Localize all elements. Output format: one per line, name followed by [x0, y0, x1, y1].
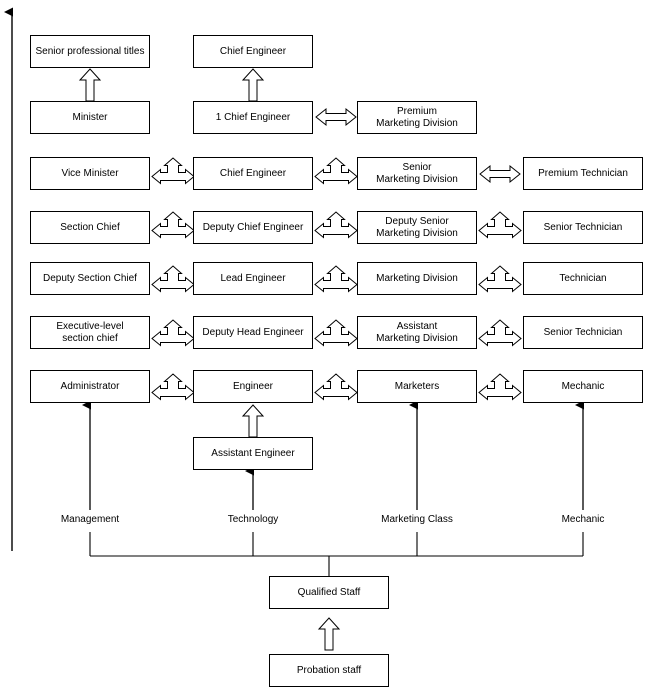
column-label-technology: Technology [227, 514, 279, 525]
node-minister[interactable]: Minister [30, 101, 150, 134]
link-arrow-r4-c3-c4 [478, 265, 522, 292]
node-deputy-senior-marketing-division[interactable]: Deputy Senior Marketing Division [357, 211, 477, 244]
promotion-arrow-technology-top [242, 68, 264, 102]
link-arrow-r2-c1-c2 [151, 157, 195, 184]
node-lead-engineer[interactable]: Lead Engineer [193, 262, 313, 295]
node-executive-level-section-chief[interactable]: Executive-level section chief [30, 316, 150, 349]
node-senior-professional-titles[interactable]: Senior professional titles [30, 35, 150, 68]
link-arrow-r5-c2-c3 [314, 319, 358, 346]
node-premium-marketing-division[interactable]: Premium Marketing Division [357, 101, 477, 134]
node-premium-technician[interactable]: Premium Technician [523, 157, 643, 190]
node-assistant-engineer[interactable]: Assistant Engineer [193, 437, 313, 470]
node-qualified-staff[interactable]: Qualified Staff [269, 576, 389, 609]
column-label-management: Management [60, 514, 120, 525]
node-engineer[interactable]: Engineer [193, 370, 313, 403]
node-administrator[interactable]: Administrator [30, 370, 150, 403]
link-arrow-r4-c2-c3 [314, 265, 358, 292]
node-assistant-marketing-division[interactable]: Assistant Marketing Division [357, 316, 477, 349]
node-marketing-division[interactable]: Marketing Division [357, 262, 477, 295]
node-deputy-chief-engineer[interactable]: Deputy Chief Engineer [193, 211, 313, 244]
link-arrow-r2-c3-c4 [479, 165, 521, 183]
link-arrow-r4-c1-c2 [151, 265, 195, 292]
node-chief-engineer[interactable]: Chief Engineer [193, 157, 313, 190]
node-1-chief-engineer[interactable]: 1 Chief Engineer [193, 101, 313, 134]
node-vice-minister[interactable]: Vice Minister [30, 157, 150, 190]
promotion-arrow-management-top [79, 68, 101, 102]
node-deputy-head-engineer[interactable]: Deputy Head Engineer [193, 316, 313, 349]
column-label-marketing-class: Marketing Class [381, 514, 453, 525]
qualified-staff-bus [89, 532, 584, 576]
node-technician[interactable]: Technician [523, 262, 643, 295]
link-arrow-r6-c2-c3 [314, 373, 358, 400]
column-label-mechanic: Mechanic [561, 514, 605, 525]
promotion-arrow-probation-staff [318, 617, 340, 651]
node-mechanic[interactable]: Mechanic [523, 370, 643, 403]
node-section-chief[interactable]: Section Chief [30, 211, 150, 244]
node-senior-technician-r5[interactable]: Senior Technician [523, 316, 643, 349]
link-arrow-r5-c1-c2 [151, 319, 195, 346]
node-senior-technician-r3[interactable]: Senior Technician [523, 211, 643, 244]
link-arrow-r3-c2-c3 [314, 211, 358, 238]
link-arrow-r6-c1-c2 [151, 373, 195, 400]
node-senior-marketing-division[interactable]: Senior Marketing Division [357, 157, 477, 190]
node-probation-staff[interactable]: Probation staff [269, 654, 389, 687]
node-chief-engineer-top[interactable]: Chief Engineer [193, 35, 313, 68]
link-arrow-r1-c2-c3 [315, 108, 357, 126]
link-arrow-r3-c1-c2 [151, 211, 195, 238]
node-deputy-section-chief[interactable]: Deputy Section Chief [30, 262, 150, 295]
link-arrow-r5-c3-c4 [478, 319, 522, 346]
node-marketers[interactable]: Marketers [357, 370, 477, 403]
link-arrow-r6-c3-c4 [478, 373, 522, 400]
promotion-arrow-assistant-engineer [242, 404, 264, 438]
link-arrow-r2-c2-c3 [314, 157, 358, 184]
link-arrow-r3-c3-c4 [478, 211, 522, 238]
